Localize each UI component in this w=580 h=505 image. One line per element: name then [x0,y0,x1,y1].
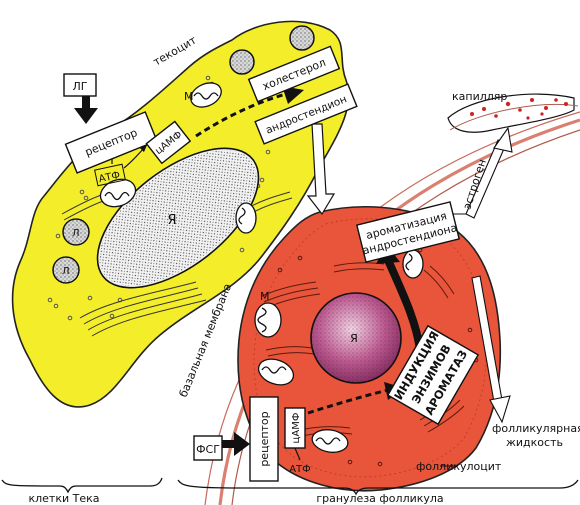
theca-brace [1,477,163,494]
label-theca-cells: клетки Тека [28,492,99,505]
label-fsg: ФСГ [196,443,220,456]
label-m-granulosa: М [260,290,270,303]
capillary-blood-cells [470,98,568,120]
androstenedione-box [254,83,358,145]
camp-granulosa-box [284,407,306,449]
theca-lipid-droplets [52,25,315,284]
label-nucleus-granulosa: Я [350,332,358,345]
receptor-granulosa-box [249,396,279,482]
label-atf-granulosa: АТФ [289,464,311,475]
capillary [447,93,575,133]
label-follicular-fluid-2: жидкость [506,436,563,449]
lg-arrow [74,95,98,124]
label-l1: Л [72,228,80,239]
fsg-arrow [220,432,250,456]
label-m-theca: М [184,90,194,103]
label-follicylocyte: фолликулоцит [416,460,502,473]
label-camp-granulosa: цАМФ [291,412,302,443]
camp-to-induction-arrow [307,388,389,415]
label-l2: Л [62,266,70,277]
theca-nucleus-chromatin [99,150,257,286]
label-granulosa: гранулеза фолликула [316,492,443,505]
label-lg: ЛГ [73,80,88,93]
theca-mitochondria [99,82,257,234]
label-receptor-granulosa: рецептор [258,411,271,466]
granulosa-mitochondria [254,249,424,453]
receptor-theca-box [64,111,158,174]
label-nucleus-theca: Я [167,213,176,228]
label-atf-theca: АТФ [98,170,122,185]
induction-box [386,324,480,426]
aromatization-box [355,201,461,263]
label-capillary: капилляр [452,90,507,103]
cholesterol-box [247,45,341,103]
granulosa-brace [177,479,579,496]
androstenedione-transfer-arrow [306,123,336,216]
lg-box [63,73,97,97]
camp-theca-box [145,120,192,165]
label-follicular-fluid-1: фолликулярная [492,422,580,435]
camp-to-cholesterol-arrow [195,92,287,138]
fsg-box [193,435,223,461]
